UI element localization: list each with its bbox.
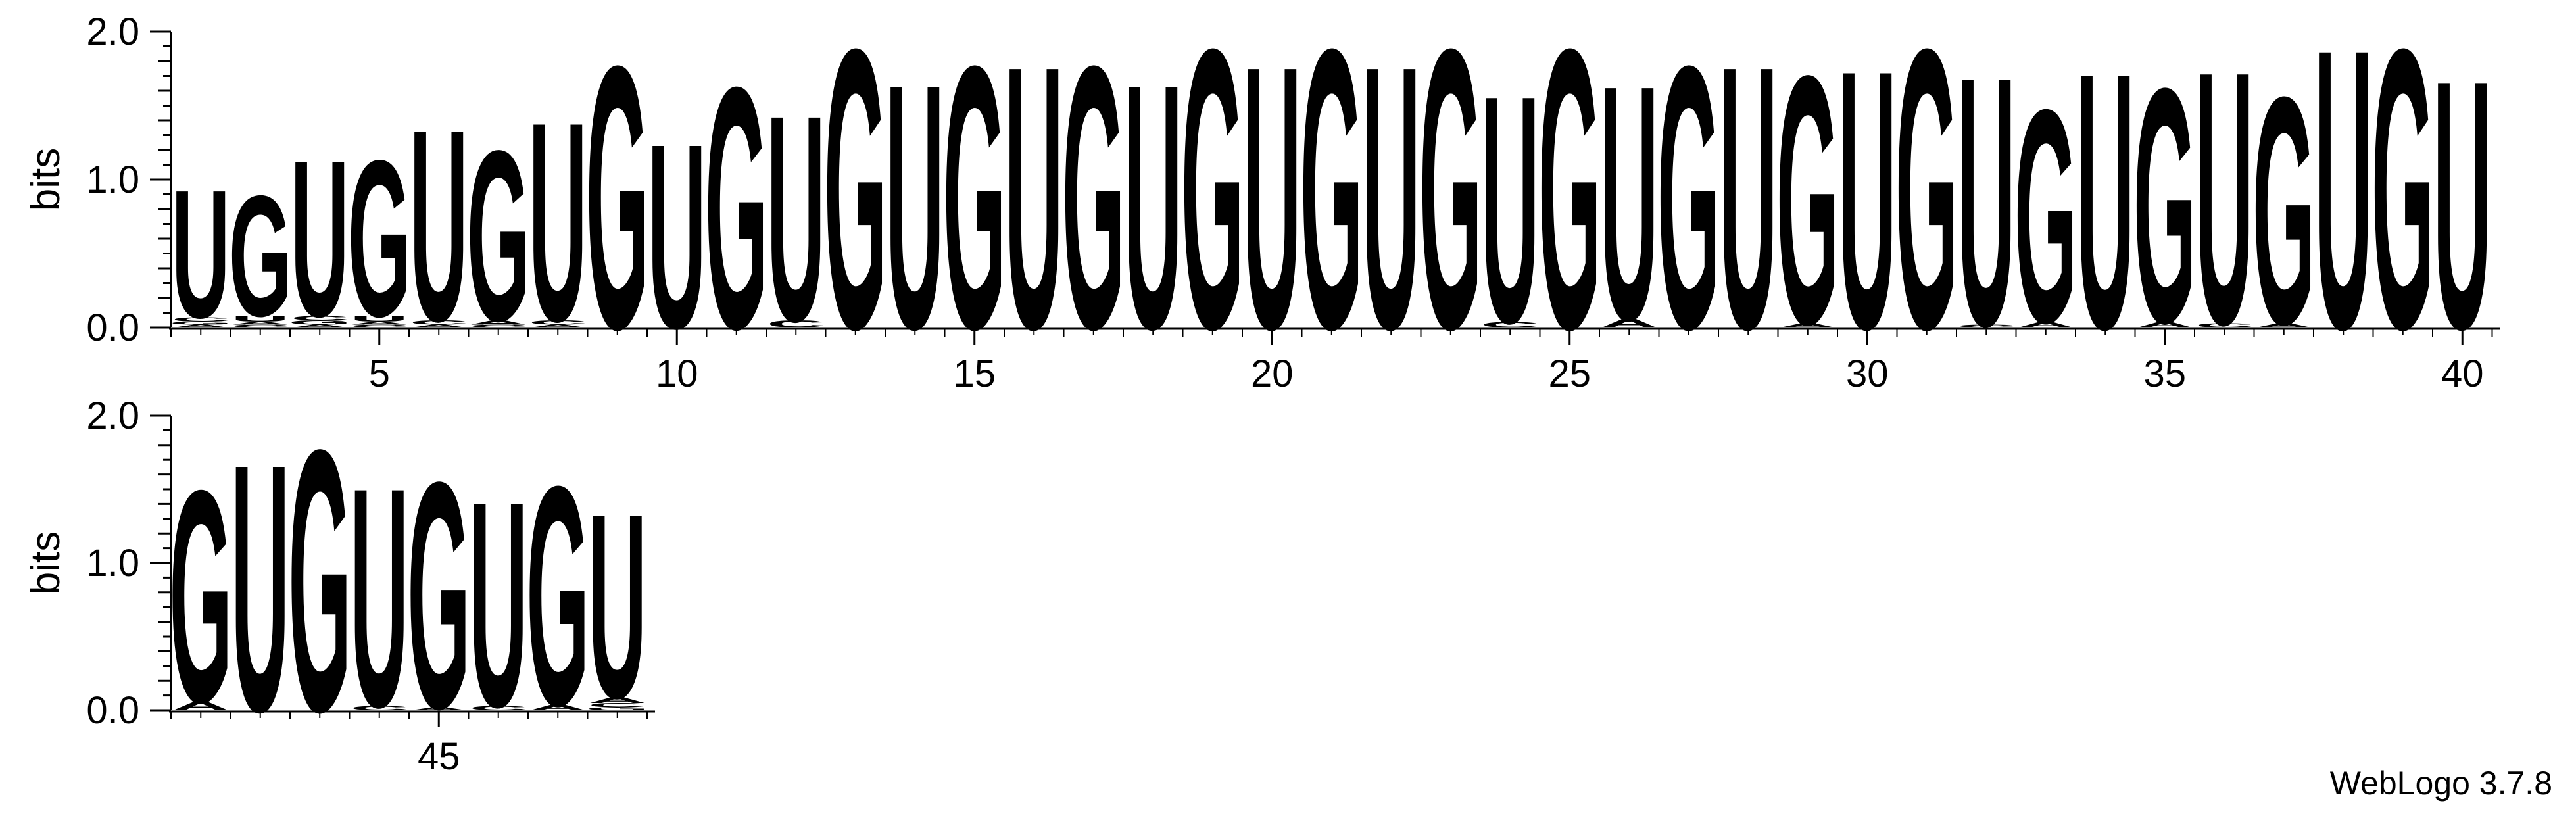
logo-letter-G-pos-4: G	[288, 319, 351, 326]
x-tick-label: 20	[1251, 352, 1294, 395]
logo-letter-C-pos-3: C	[231, 324, 289, 328]
logo-letter-U-pos-18: U	[1124, 11, 1182, 402]
logo-letter-U-pos-32: U	[1957, 3, 2016, 400]
logo-letter-A-pos-26: A	[1600, 316, 1659, 330]
y-tick-label: 1.0	[86, 542, 139, 585]
y-tick-label: 0.0	[86, 689, 139, 732]
logo-letter-G-pos-25: G	[1538, 0, 1601, 412]
logo-letter-U-pos-5: U	[350, 314, 408, 324]
logo-letter-C-pos-6: C	[410, 319, 468, 326]
logo-letter-A-pos-35: A	[2135, 320, 2194, 329]
logo-letter-C-pos-2: C	[172, 316, 230, 323]
logo-letter-U-pos-44: U	[350, 422, 408, 773]
x-tick-label: 25	[1548, 352, 1591, 395]
logo-letter-A-pos-48: A	[588, 696, 646, 705]
logo-letter-C-pos-36: C	[2195, 322, 2254, 329]
logo-letter-G-pos-43: G	[288, 373, 351, 790]
logo-letter-U-pos-28: U	[1719, 0, 1778, 408]
logo-letter-G-pos-19: G	[1181, 0, 1244, 412]
logo-letter-A-pos-5: A	[350, 321, 408, 326]
logo-letter-A-pos-2: A	[172, 324, 230, 328]
logo-letter-A-pos-41: A	[172, 699, 230, 713]
logo-letter-U-pos-2: U	[172, 151, 230, 356]
logo-letter-A-pos-7: A	[469, 319, 527, 326]
logo-letter-G-pos-7: G	[467, 101, 530, 372]
x-tick-label: 45	[418, 735, 460, 778]
logo-letter-G-pos-21: G	[1300, 0, 1363, 412]
logo-letter-U-pos-24: U	[1481, 28, 1540, 391]
x-tick-label: 40	[2441, 352, 2484, 395]
logo-letter-C-pos-24: C	[1481, 320, 1540, 329]
x-tick-label: 5	[369, 352, 390, 395]
logo-letter-G-pos-31: G	[1895, 0, 1958, 412]
logo-letter-U-pos-4: U	[291, 114, 349, 364]
logo-letter-C-pos-8: C	[529, 319, 587, 326]
logo-letter-U-pos-34: U	[2076, 0, 2135, 406]
logo-letter-U-pos-42: U	[231, 390, 289, 785]
logo-letter-C-pos-32: C	[1957, 324, 2016, 328]
logo-letter-G-pos-27: G	[1657, 0, 1720, 408]
logo-letter-G-pos-17: G	[1062, 0, 1125, 408]
logo-letter-U-pos-36: U	[2195, 0, 2254, 400]
y-tick-label: 2.0	[86, 11, 139, 53]
logo-letter-C-pos-44: C	[350, 705, 408, 712]
logo-letter-G-pos-41: G	[169, 428, 232, 766]
logo-letter-G-pos-29: G	[1776, 2, 1839, 399]
logo-letter-U-pos-3: U	[231, 314, 289, 324]
logo-letter-U-pos-46: U	[469, 441, 527, 769]
logo-letter-A-pos-29: A	[1778, 322, 1837, 329]
logo-letter-A-pos-33: A	[2016, 320, 2075, 329]
logo-letter-G-pos-5: G	[348, 114, 411, 364]
logo-letter-G-pos-13: G	[824, 0, 887, 412]
logo-letter-U-pos-26: U	[1600, 16, 1659, 390]
logo-letter-G-pos-15: G	[943, 0, 1006, 408]
logo-letter-G-pos-37: G	[2252, 30, 2316, 393]
y-tick-label: 0.0	[86, 306, 139, 349]
logo-letter-A-pos-3: A	[231, 321, 289, 326]
x-tick-label: 10	[656, 352, 698, 395]
logo-letter-U-pos-22: U	[1362, 0, 1421, 408]
logo-letter-A-pos-45: A	[410, 707, 468, 712]
y-axis-label: bits	[23, 531, 68, 594]
logo-letter-G-pos-47: G	[526, 421, 589, 771]
logo-letter-U-pos-48: U	[588, 459, 646, 753]
logo-letter-A-pos-37: A	[2254, 322, 2313, 329]
logo-letter-A-pos-47: A	[529, 703, 587, 712]
logo-letter-U-pos-14: U	[886, 11, 944, 402]
logo-letter-C-pos-48: C	[588, 702, 646, 708]
logo-letter-U-pos-16: U	[1005, 0, 1063, 408]
logo-letter-G-pos-3: G	[229, 160, 292, 352]
logo-letter-C-pos-7: C	[469, 324, 527, 328]
x-tick-label: 35	[2143, 352, 2186, 395]
y-axis-label: bits	[23, 148, 68, 211]
y-tick-label: 2.0	[86, 395, 139, 437]
logo-letter-U-pos-38: U	[2314, 0, 2373, 412]
logo-letter-C-pos-12: C	[767, 318, 825, 329]
logo-letter-A-pos-8: A	[529, 324, 587, 328]
x-tick-label: 15	[953, 352, 996, 395]
logo-letter-U-pos-30: U	[1838, 0, 1897, 406]
logo-letter-C-pos-4: C	[291, 314, 349, 321]
logo-letter-G-pos-48: G	[586, 707, 649, 712]
logo-letter-G-pos-2: G	[169, 321, 232, 326]
x-tick-label: 30	[1846, 352, 1889, 395]
logo-letter-A-pos-4: A	[291, 324, 349, 328]
logo-letter-G-pos-39: G	[2371, 0, 2435, 412]
logo-letter-C-pos-46: C	[469, 705, 527, 712]
logo-letter-A-pos-6: A	[410, 324, 468, 328]
weblogo-version-label: WebLogo 3.7.8	[2329, 765, 2552, 802]
logo-letter-G-pos-9: G	[586, 0, 649, 408]
y-tick-label: 1.0	[86, 158, 139, 201]
logo-letter-G-pos-23: G	[1419, 0, 1482, 412]
logo-letter-C-pos-5: C	[350, 324, 408, 328]
logo-letter-U-pos-20: U	[1243, 0, 1301, 408]
logo-letter-G-pos-11: G	[705, 15, 768, 401]
